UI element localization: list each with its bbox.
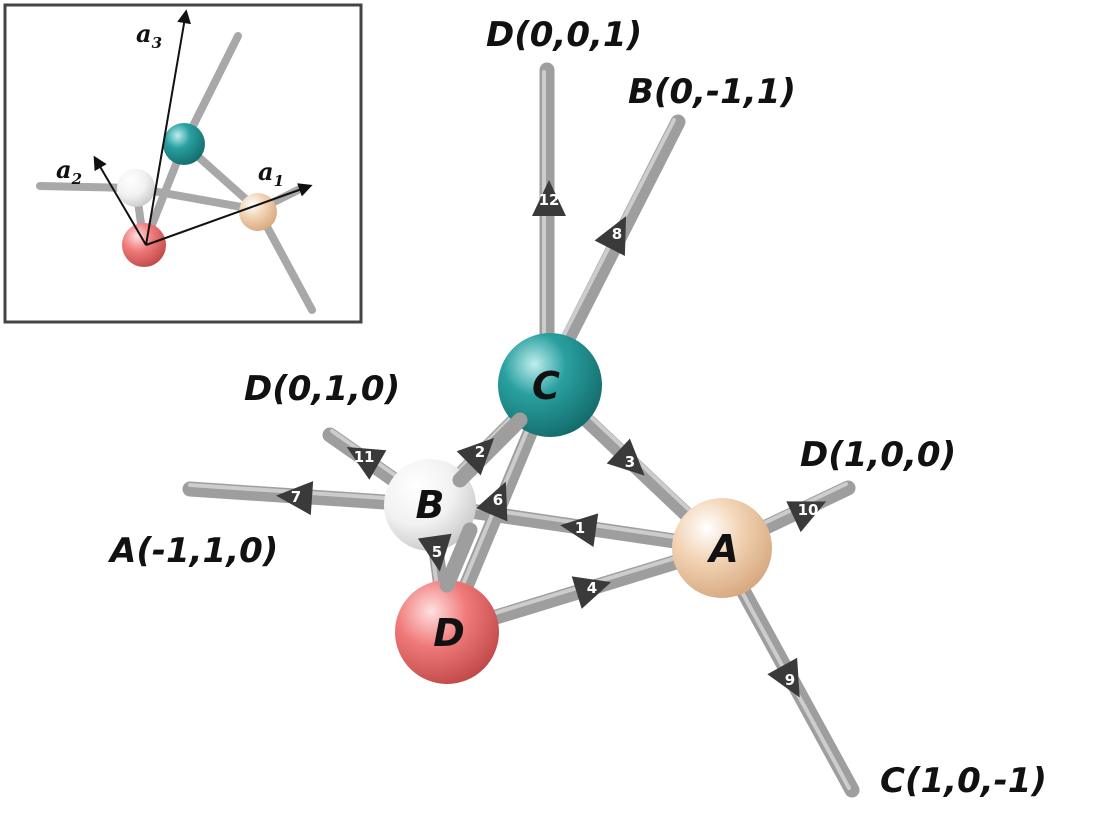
atom-C (498, 333, 602, 437)
edge-arrow-6: 6 (476, 481, 508, 522)
inset-atom-C (163, 123, 205, 165)
vector-a1-arrow (145, 183, 313, 246)
edge-arrow-2: 2 (456, 437, 495, 476)
vector-a3-label: a3 (136, 19, 162, 52)
edge-label-12: 12 (539, 191, 560, 209)
atom-label-B: B (416, 483, 445, 527)
edge-label-2: 2 (475, 443, 485, 461)
edge-arrow-3: 3 (606, 438, 645, 476)
site-label-C10m1: C(1,0,-1) (880, 761, 1047, 801)
vector-a1-label: a1 (258, 157, 284, 190)
inset-atom-A (239, 193, 277, 231)
site-label-Am110: A(-1,1,0) (107, 531, 278, 571)
atom-labels: B D A C (416, 364, 739, 655)
front-bonds (439, 412, 528, 593)
edge-arrow-7: 7 (276, 481, 314, 516)
edge-arrow-8: 8 (594, 216, 627, 256)
atom-label-D: D (433, 611, 465, 655)
edge-arrow-11: 11 (346, 447, 387, 480)
edge-arrow-4: 4 (571, 576, 612, 609)
edge-arrow-5: 5 (417, 533, 452, 572)
vector-a3-arrow (145, 9, 192, 246)
edge-label-3: 3 (625, 453, 635, 471)
atom-D (395, 580, 499, 684)
edge-label-8: 8 (612, 225, 622, 243)
vector-a2-label: a2 (56, 155, 82, 188)
edge-label-1: 1 (575, 519, 585, 537)
edge-arrow-9: 9 (767, 657, 800, 698)
edge-label-7: 7 (291, 488, 301, 506)
edge-label-4: 4 (587, 579, 597, 597)
atom-label-A: A (706, 527, 738, 571)
inset-vectors (93, 9, 313, 246)
inset-atom-B (117, 169, 155, 207)
site-label-D001: D(0,0,1) (486, 15, 642, 55)
atom-label-C: C (532, 364, 560, 408)
edge-label-6: 6 (493, 491, 503, 509)
atom-A (672, 498, 772, 598)
edge-arrows: 12 8 2 3 6 1 4 5 (276, 180, 827, 698)
edge-arrow-1: 1 (560, 513, 599, 548)
edge-arrow-12: 12 (532, 180, 566, 216)
edge-arrow-10: 10 (786, 501, 827, 533)
vector-a2-arrow (93, 155, 147, 246)
site-labels: D(0,0,1) B(0,-1,1) D(0,1,0) D(1,0,0) A(-… (107, 15, 1047, 801)
site-label-D100: D(1,0,0) (800, 435, 956, 475)
inset-atom-D (122, 223, 166, 267)
edge-label-10: 10 (798, 501, 819, 519)
site-label-B0m11: B(0,-1,1) (628, 72, 796, 112)
edge-label-9: 9 (785, 671, 795, 689)
edge-label-5: 5 (432, 543, 442, 561)
edge-label-11: 11 (354, 448, 375, 466)
inset: a3 a2 a1 (3, 3, 363, 324)
site-label-D010: D(0,1,0) (244, 369, 400, 409)
